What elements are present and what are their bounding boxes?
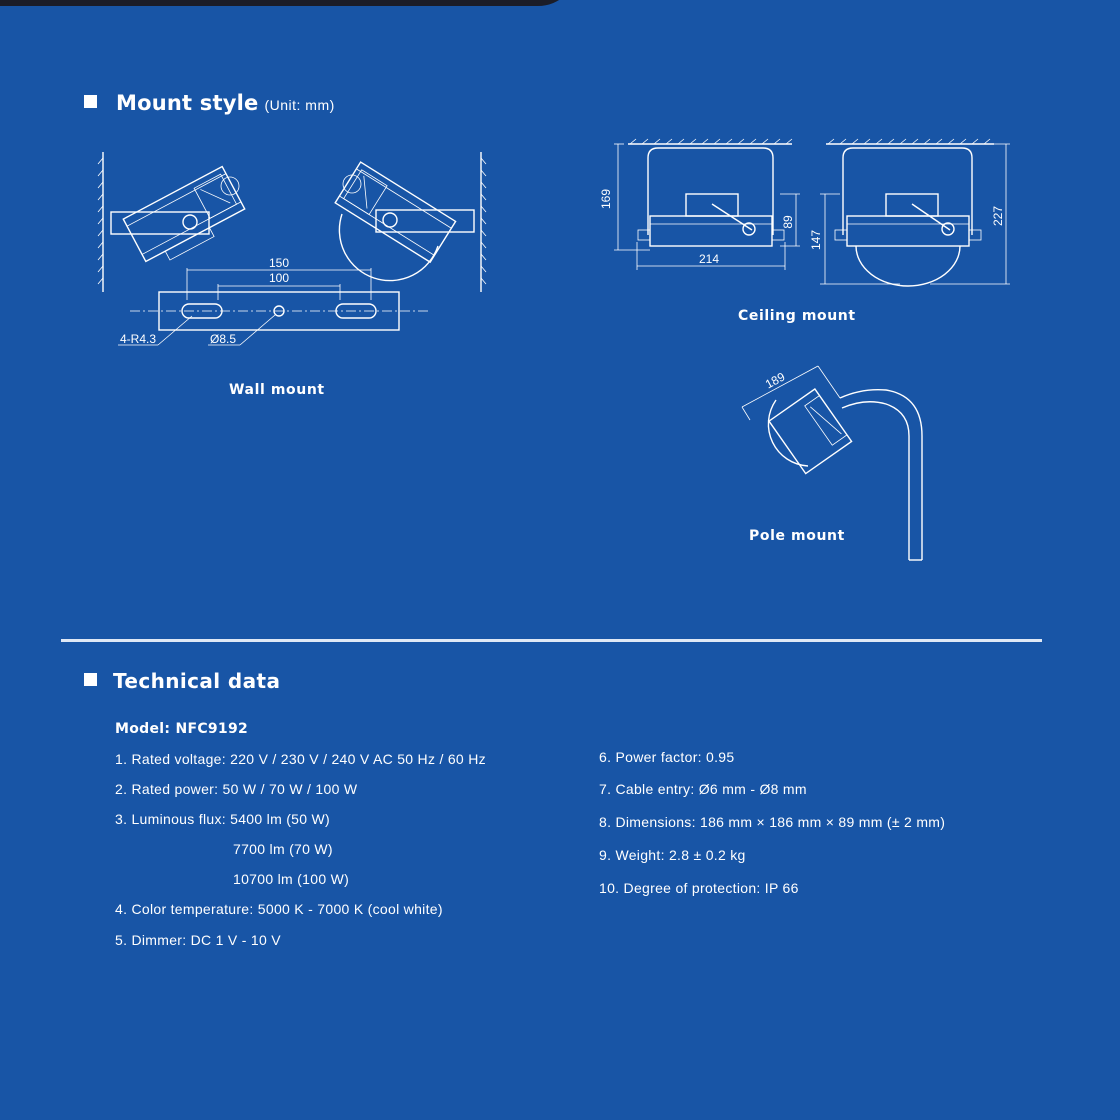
spec-rated-power: 2. Rated power: 50 W / 70 W / 100 W (115, 781, 358, 797)
wall-mount-drawing: 150 100 4-R4.3 Ø8.5 (97, 152, 487, 346)
top-tab (0, 0, 578, 6)
ceiling-mount-drawing: 169 89 214 147 227 (599, 138, 1010, 287)
spec-color-temperature: 4. Color temperature: 5000 K - 7000 K (c… (115, 901, 443, 917)
ceil-dim-89: 89 (781, 215, 795, 229)
mount-drawings: 150 100 4-R4.3 Ø8.5 (97, 138, 1010, 561)
mount-style-unit: (Unit: mm) (264, 97, 335, 113)
technical-data-heading: Technical data (84, 669, 280, 693)
pole-mount-drawing: 189 (741, 365, 923, 561)
pole-mount-caption: Pole mount (749, 528, 845, 544)
ceil-dim-169: 169 (599, 189, 613, 209)
section-divider (61, 639, 1042, 642)
spec-power-factor: 6. Power factor: 0.95 (599, 749, 735, 765)
wall-dim-hole: Ø8.5 (210, 332, 236, 346)
mount-style-title: Mount style (116, 91, 259, 115)
wall-dim-150: 150 (269, 256, 289, 270)
pole-dim-189: 189 (763, 369, 788, 391)
technical-data-title: Technical data (113, 669, 281, 693)
spec-dimensions: 8. Dimensions: 186 mm × 186 mm × 89 mm (… (599, 814, 946, 830)
ceil-dim-227: 227 (991, 206, 1005, 226)
spec-protection: 10. Degree of protection: IP 66 (599, 880, 799, 896)
spec-weight: 9. Weight: 2.8 ± 0.2 kg (599, 847, 746, 863)
spec-cable-entry: 7. Cable entry: Ø6 mm - Ø8 mm (599, 781, 807, 797)
ceil-dim-147: 147 (809, 230, 823, 250)
wall-dim-100: 100 (269, 271, 289, 285)
wall-mount-caption: Wall mount (229, 382, 325, 398)
ceiling-mount-caption: Ceiling mount (738, 308, 856, 324)
bullet-square-icon (84, 95, 97, 108)
spec-luminous-flux-100w: 10700 lm (100 W) (233, 871, 350, 887)
spec-rated-voltage: 1. Rated voltage: 220 V / 230 V / 240 V … (115, 751, 486, 767)
spec-luminous-flux-70w: 7700 lm (70 W) (233, 841, 333, 857)
bullet-square-icon (84, 673, 97, 686)
ceil-dim-214: 214 (699, 252, 719, 266)
spec-luminous-flux: 3. Luminous flux: 5400 lm (50 W) (115, 811, 331, 827)
mount-style-heading: Mount style (Unit: mm) (84, 91, 335, 115)
wall-dim-radius: 4-R4.3 (120, 332, 156, 346)
spec-dimmer: 5. Dimmer: DC 1 V - 10 V (115, 932, 281, 948)
model-label: Model: NFC9192 (115, 721, 249, 737)
